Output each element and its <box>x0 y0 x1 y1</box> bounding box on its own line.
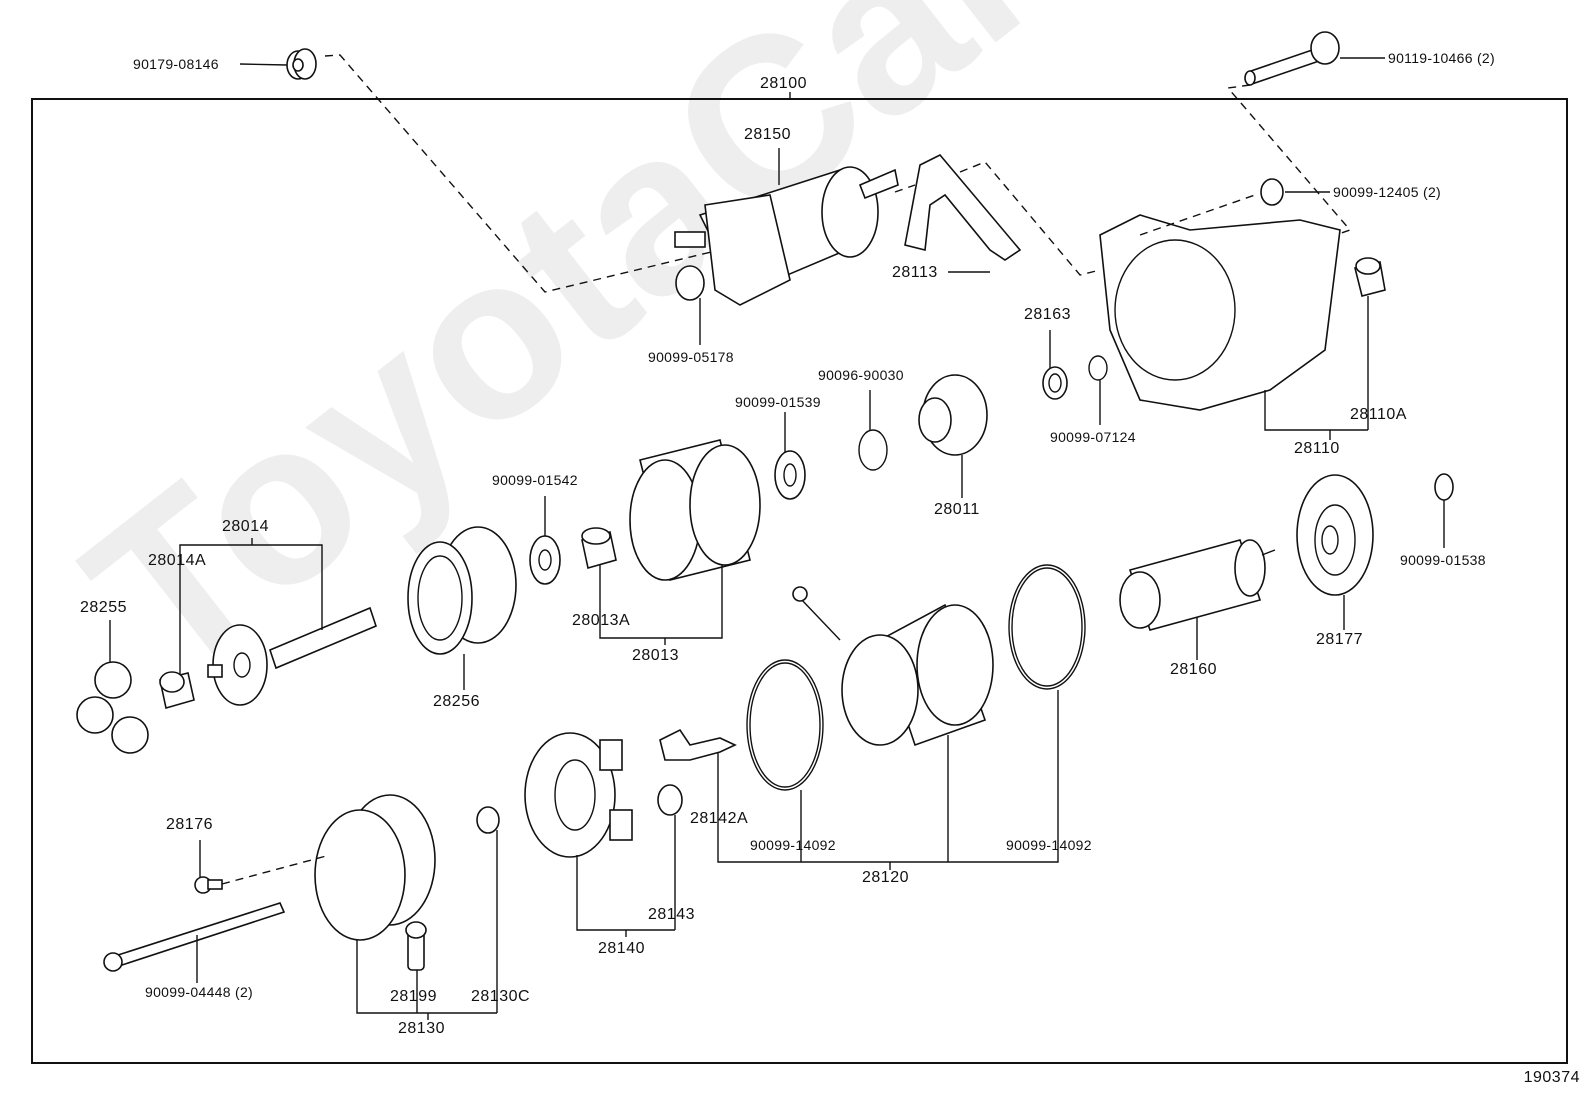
label-28163: 28163 <box>1024 306 1071 323</box>
brush-spring-28143[interactable] <box>657 784 683 816</box>
bearing-28163[interactable] <box>1042 366 1068 400</box>
label-90099-04448: 90099-04448 (2) <box>145 984 254 1000</box>
bushing-28130C[interactable] <box>476 806 500 834</box>
bolt-90119-10466[interactable] <box>1244 31 1340 86</box>
lever-28113[interactable] <box>904 154 1022 261</box>
label-90099-14092-b: 90099-14092 <box>1006 837 1092 853</box>
through-bolt-90099-04448[interactable] <box>103 902 286 972</box>
label-90099-12405: 90099-12405 (2) <box>1333 184 1442 200</box>
figure-id: 190374 <box>1523 1069 1580 1086</box>
center-housing-28013[interactable] <box>629 439 761 581</box>
internal-gear-28256[interactable] <box>407 526 517 655</box>
label-28130: 28130 <box>398 1020 445 1037</box>
planet-shaft-28014[interactable] <box>207 606 377 706</box>
clutch-28011[interactable] <box>918 374 988 456</box>
washer-90099-01538[interactable] <box>1434 473 1454 501</box>
label-28176: 28176 <box>166 816 213 833</box>
label-90099-01542: 90099-01542 <box>492 472 578 488</box>
nut-90099-12405[interactable] <box>1260 178 1284 206</box>
label-28014: 28014 <box>222 518 269 535</box>
housing-28110[interactable] <box>1099 214 1341 411</box>
label-28110: 28110 <box>1294 440 1340 457</box>
brush-lead-28142A[interactable] <box>659 728 737 761</box>
o-ring-90099-14092-a[interactable] <box>746 659 824 791</box>
bushing-28013A[interactable] <box>581 527 617 570</box>
label-28013: 28013 <box>632 647 679 664</box>
label-28011: 28011 <box>934 501 980 518</box>
label-28113: 28113 <box>892 264 938 281</box>
label-90096-90030: 90096-90030 <box>818 367 904 383</box>
label-90099-01538: 90099-01538 <box>1400 552 1486 568</box>
label-28256: 28256 <box>433 693 480 710</box>
screw-28176[interactable] <box>194 876 223 894</box>
label-28100: 28100 <box>760 75 807 92</box>
label-28143: 28143 <box>648 906 695 923</box>
label-90099-01539: 90099-01539 <box>735 394 821 410</box>
armature-28160[interactable] <box>1119 539 1276 631</box>
washer-90099-01542[interactable] <box>529 535 561 585</box>
label-90119-10466: 90119-10466 (2) <box>1388 50 1495 66</box>
label-28140: 28140 <box>598 940 645 957</box>
end-frame-28130[interactable] <box>314 794 436 941</box>
label-90179-08146: 90179-08146 <box>133 56 219 72</box>
bushing-28014A[interactable] <box>159 671 195 710</box>
label-28142A: 28142A <box>690 810 749 827</box>
assembly-frame <box>31 98 1568 1064</box>
bushing-28110A[interactable] <box>1354 257 1386 297</box>
end-plate-28177[interactable] <box>1296 474 1374 596</box>
nut-90179-08146[interactable] <box>286 48 317 80</box>
plug-28199[interactable] <box>405 921 427 971</box>
brush-holder-28140[interactable] <box>524 732 633 858</box>
label-28160: 28160 <box>1170 661 1217 678</box>
label-28130C: 28130C <box>471 988 531 1005</box>
label-28120: 28120 <box>862 869 909 886</box>
label-28255: 28255 <box>80 599 127 616</box>
snap-ring-90096-90030[interactable] <box>858 429 888 471</box>
label-28110A: 28110A <box>1350 406 1407 423</box>
label-28014A: 28014A <box>148 552 207 569</box>
label-90099-07124: 90099-07124 <box>1050 429 1136 445</box>
label-28150: 28150 <box>744 126 791 143</box>
yoke-28120[interactable] <box>792 586 994 747</box>
planet-gears-28255[interactable] <box>76 661 149 754</box>
label-28177: 28177 <box>1316 631 1363 648</box>
snap-ring-90099-07124[interactable] <box>1088 355 1108 381</box>
solenoid-28150[interactable] <box>674 166 899 306</box>
o-ring-90099-14092-b[interactable] <box>1008 564 1086 690</box>
nut-90099-05178[interactable] <box>675 265 705 301</box>
washer-90099-01539[interactable] <box>774 450 806 500</box>
label-28199: 28199 <box>390 988 437 1005</box>
label-28013A: 28013A <box>572 612 631 629</box>
label-90099-14092-a: 90099-14092 <box>750 837 836 853</box>
label-90099-05178: 90099-05178 <box>648 349 734 365</box>
